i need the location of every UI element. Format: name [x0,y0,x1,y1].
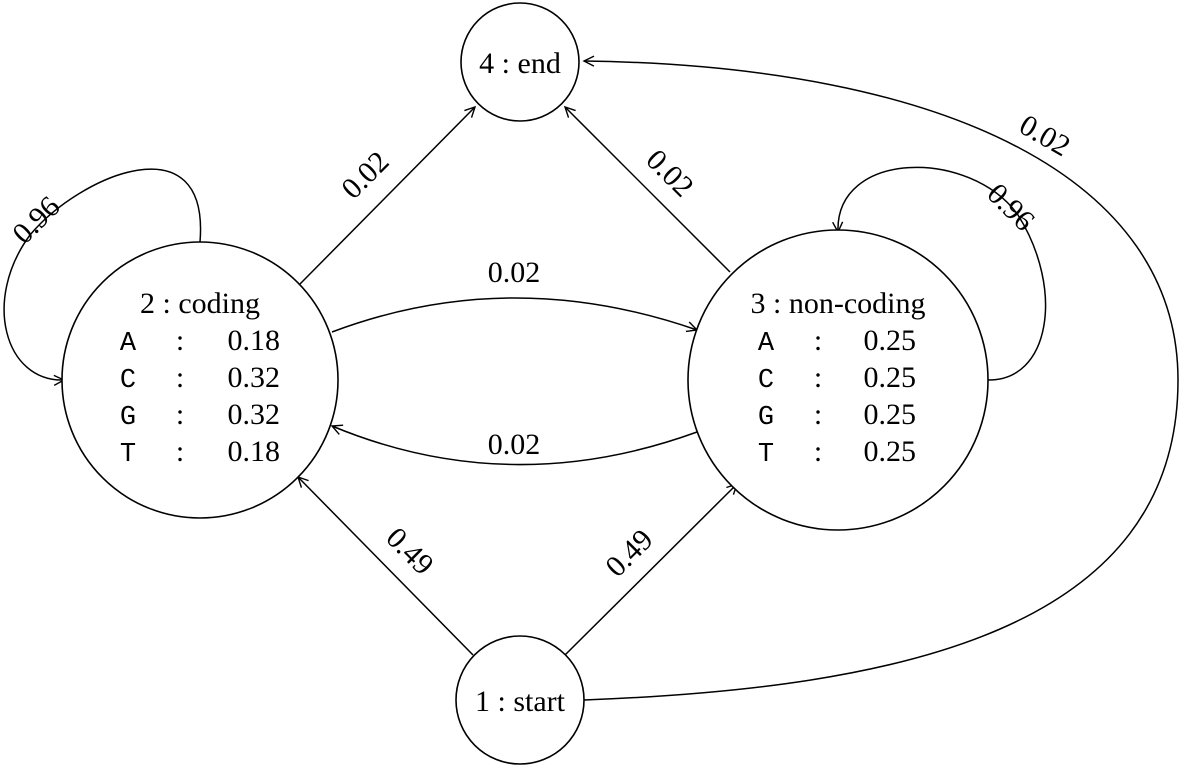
edge-noncoding-to-end [563,105,731,273]
emission-separator: : [814,324,822,357]
edge-start-to-coding [296,475,474,656]
edge-start-to-end [582,55,1179,701]
edge-start-to-noncoding [564,482,739,656]
edge-label-start-to-end: 0.02 [1014,108,1076,163]
emission-symbol: C [758,366,774,396]
emission-symbol: A [758,329,775,359]
emission-probability: 0.32 [228,361,281,394]
emission-probability: 0.18 [228,435,281,468]
node-end-label: 4 : end [479,47,561,80]
emission-separator: : [176,361,184,394]
edge-noncoding-self-loop [832,166,1047,381]
edge-label-noncoding-to-coding: 0.02 [488,428,541,461]
node-start-circle [455,635,585,765]
emission-symbol: T [120,440,136,470]
edge-label-start-to-coding: 0.49 [379,521,439,581]
edge-coding-to-noncoding [331,297,699,333]
emission-separator: : [814,435,822,468]
emission-symbol: A [120,329,137,359]
emission-probability: 0.25 [864,361,917,394]
edge-label-noncoding-to-end: 0.02 [639,143,699,203]
emission-probability: 0.25 [864,398,917,431]
edge-noncoding-to-coding [330,424,698,466]
emission-probability: 0.32 [228,398,281,431]
emission-symbol: G [758,403,774,433]
node-coding: 2 : coding A : 0.18 C : 0.32 G : 0.32 T … [61,241,339,519]
emission-probability: 0.18 [228,324,281,357]
node-end: 4 : end [460,2,580,122]
emission-symbol: G [120,403,136,433]
edge-coding-self-loop [3,168,202,386]
emission-symbol: T [758,440,774,470]
node-coding-label: 2 : coding [140,287,260,320]
edge-label-coding-self-loop: 0.96 [6,190,66,250]
edge-label-coding-to-noncoding: 0.02 [488,256,541,289]
node-noncoding-label: 3 : non-coding [751,287,926,320]
edge-label-start-to-noncoding: 0.49 [599,523,659,583]
node-end-circle [460,2,580,122]
emission-separator: : [176,435,184,468]
emission-probability: 0.25 [864,324,917,357]
edge-coding-to-end [299,105,477,285]
node-start: 1 : start [455,635,585,765]
emission-separator: : [814,361,822,394]
emission-separator: : [176,398,184,431]
emission-probability: 0.25 [864,435,917,468]
emission-separator: : [176,324,184,357]
node-noncoding-circle [687,229,989,531]
node-coding-circle [61,241,339,519]
node-noncoding: 3 : non-coding A : 0.25 C : 0.25 G : 0.2… [687,229,989,531]
emission-symbol: C [120,366,136,396]
node-start-label: 1 : start [475,685,566,718]
edges [3,55,1179,701]
edge-label-noncoding-self-loop: 0.96 [980,177,1040,237]
emission-separator: : [814,398,822,431]
